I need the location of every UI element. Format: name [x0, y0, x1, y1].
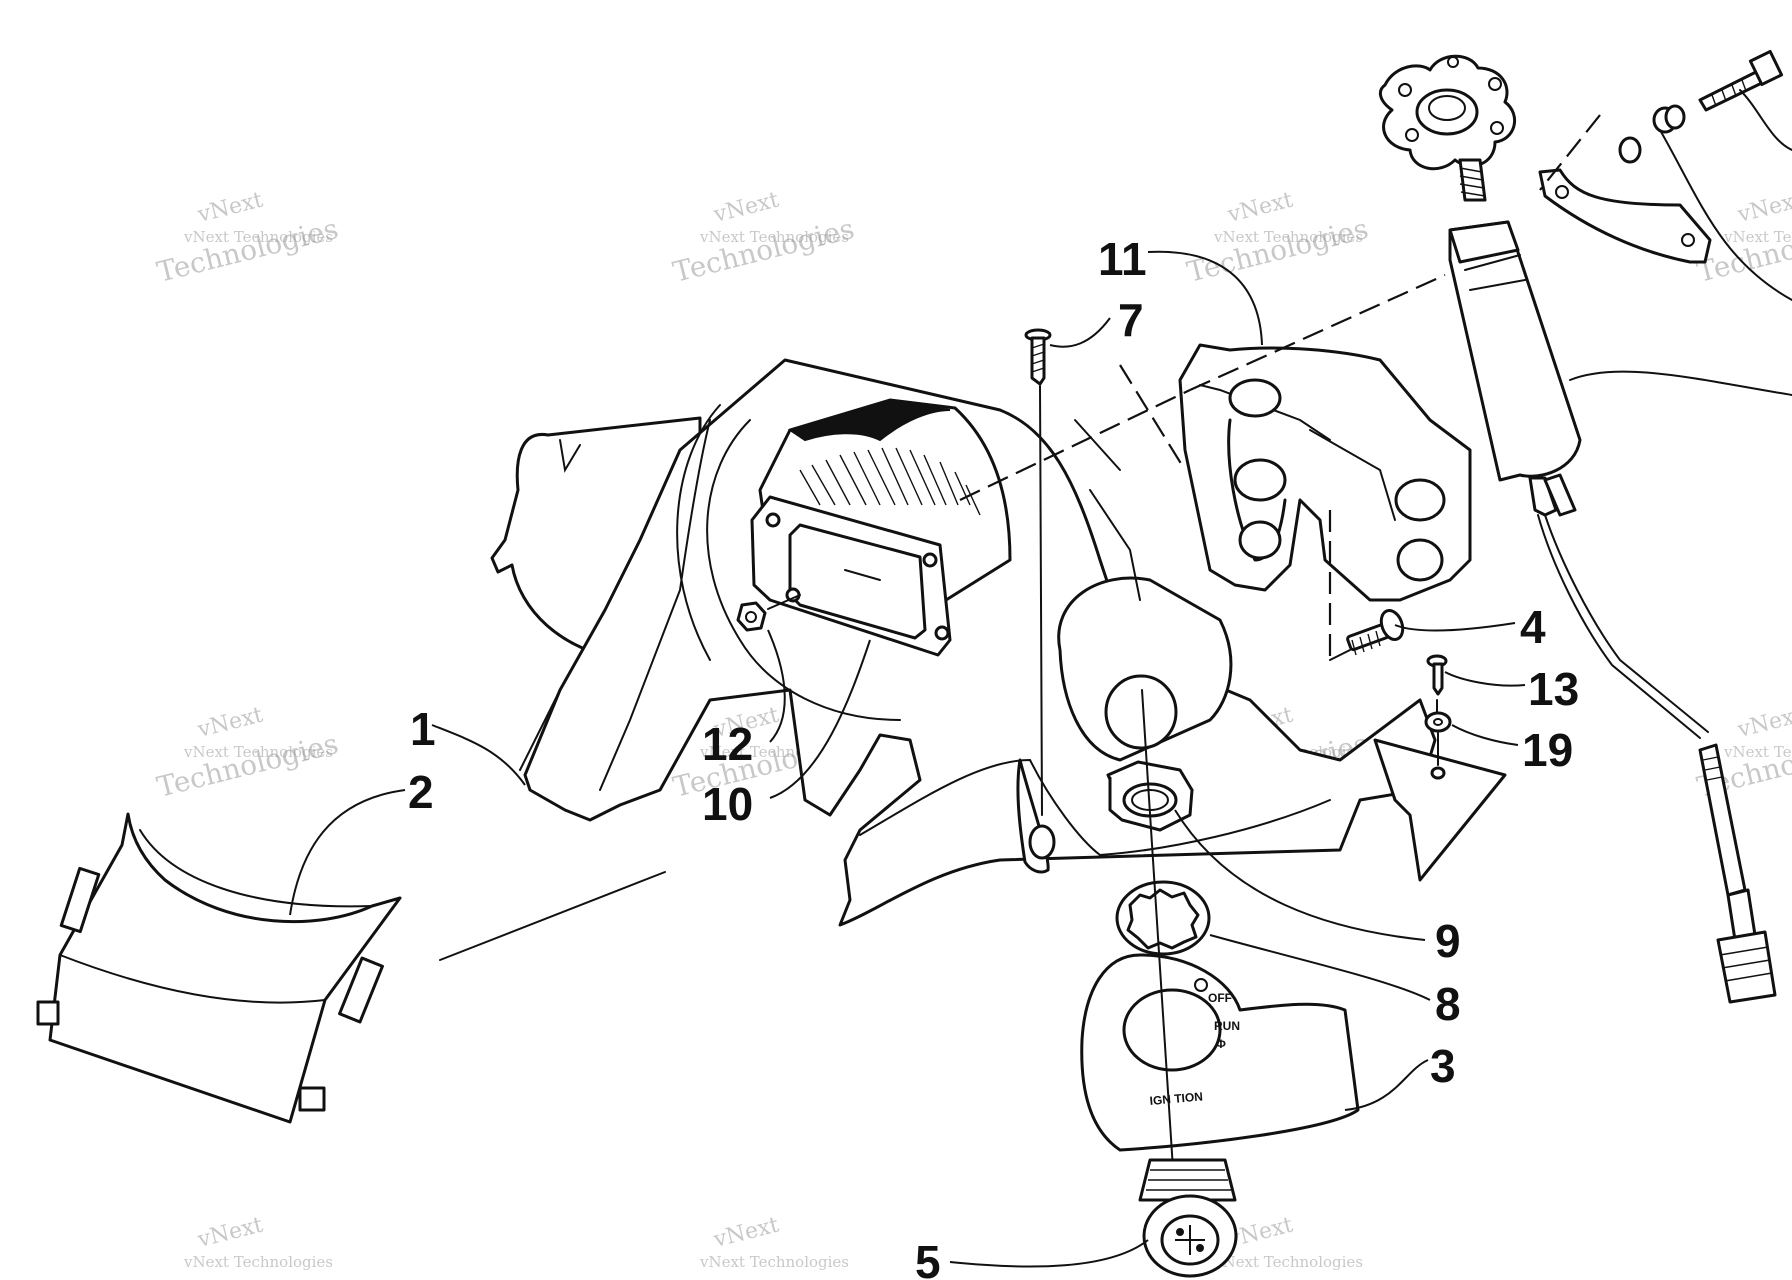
watermark-line2: vNext Technologies [183, 1253, 333, 1271]
leader-1 [431, 724, 526, 786]
callout-2: 2 [408, 766, 434, 818]
watermark-line1: vNext [710, 1213, 781, 1253]
part-4-bolt [1328, 510, 1405, 662]
watermark: vNext vNext Technologies Technologies [154, 703, 342, 804]
watermark-line1: vNext [194, 1213, 265, 1253]
part-3-ignition-plate: OFF RUN Φ IGN TION [1080, 953, 1360, 1152]
plate-label-ignition: IGN TION [1149, 1089, 1203, 1108]
watermark: vNext vNext Technologies [183, 1213, 333, 1271]
watermark-line2: vNext Technologies [1213, 1253, 1363, 1271]
callout-9: 9 [1435, 915, 1461, 967]
run-symbol-icon: Φ [1216, 1037, 1226, 1051]
callout-13: 13 [1528, 663, 1579, 715]
callout-7: 7 [1118, 294, 1144, 346]
watermark-line2: vNext Technologies [183, 228, 333, 246]
watermark-line2: vNext Technologies [1213, 228, 1363, 246]
plate-label-off: OFF [1208, 991, 1232, 1005]
part-11-bracket [1178, 343, 1472, 602]
leader-19 [1451, 724, 1519, 746]
watermark-line1: vNext [194, 188, 265, 228]
leader-9 [1174, 809, 1426, 941]
callout-11: 11 [1098, 233, 1147, 285]
watermark: vNext vNext Technologies Technologies [670, 188, 858, 289]
watermark-line2: vNext Technologies [183, 743, 333, 761]
callout-1: 1 [410, 703, 436, 755]
callout-4: 4 [1520, 601, 1546, 653]
part-2-lower-cover [36, 812, 666, 1124]
leader-5 [949, 1239, 1149, 1268]
watermark: vNext vNext Technologies Technologies [1184, 188, 1372, 289]
callout-8: 8 [1435, 978, 1461, 1030]
watermark-line1: vNext [194, 703, 265, 743]
choke-knob-assembly [1378, 54, 1709, 739]
part-12-nut [736, 594, 801, 632]
part-19-washer [1424, 711, 1452, 766]
watermark-line2: vNext Technologies [699, 1253, 849, 1271]
bolt-and-washers [1618, 49, 1784, 164]
part-13-small-screw [1426, 654, 1448, 716]
part-8-lock-washer [1115, 880, 1211, 956]
watermark: vNext vNext Technologies Technologies [154, 188, 342, 289]
watermark-line2: vNext Technologies [1723, 228, 1792, 246]
part-5-ignition-switch [1138, 689, 1238, 1278]
leader-10 [769, 639, 871, 799]
watermark-line3: Technologies [154, 727, 342, 804]
leader-8 [1209, 934, 1431, 1001]
strap-bracket [1538, 114, 1712, 264]
leader-lines [289, 250, 1526, 1268]
part-9-hex-nut [1106, 760, 1194, 832]
callout-3: 3 [1430, 1040, 1456, 1092]
watermark-line2: vNext Technologies [1723, 743, 1792, 761]
plate-label-run: RUN [1214, 1019, 1240, 1033]
leader-13 [1444, 671, 1526, 687]
watermark-line2: vNext Technologies [699, 228, 849, 246]
watermark-line1: vNext [710, 188, 781, 228]
part-10-gasket [750, 495, 952, 657]
watermark-line3: Technologies [154, 212, 342, 289]
part-1-dash-console [490, 358, 1507, 927]
watermark-line1: vNext [1734, 188, 1792, 228]
watermark-line3: Technologies [1184, 212, 1372, 289]
leader-3 [1344, 1059, 1429, 1111]
leader-12 [767, 629, 786, 743]
callout-10: 10 [702, 778, 753, 830]
leader-7 [1049, 317, 1111, 348]
watermark-line3: Technologies [670, 212, 858, 289]
leader-2 [289, 789, 406, 916]
callout-19: 19 [1522, 724, 1573, 776]
leader-4 [1394, 622, 1516, 632]
cable-lower [1698, 743, 1777, 1004]
leader-11 [1147, 250, 1263, 346]
watermark-line1: vNext [1224, 188, 1295, 228]
hatch-shading [799, 447, 981, 516]
callout-12: 12 [702, 718, 753, 770]
callout-labels: 1 2 3 4 5 7 8 9 10 11 12 13 19 [408, 233, 1579, 1280]
part-7-screw [1024, 328, 1056, 860]
callout-5: 5 [915, 1236, 941, 1280]
watermark: vNext vNext Technologies [699, 1213, 849, 1271]
watermark-line1: vNext [1734, 703, 1792, 743]
